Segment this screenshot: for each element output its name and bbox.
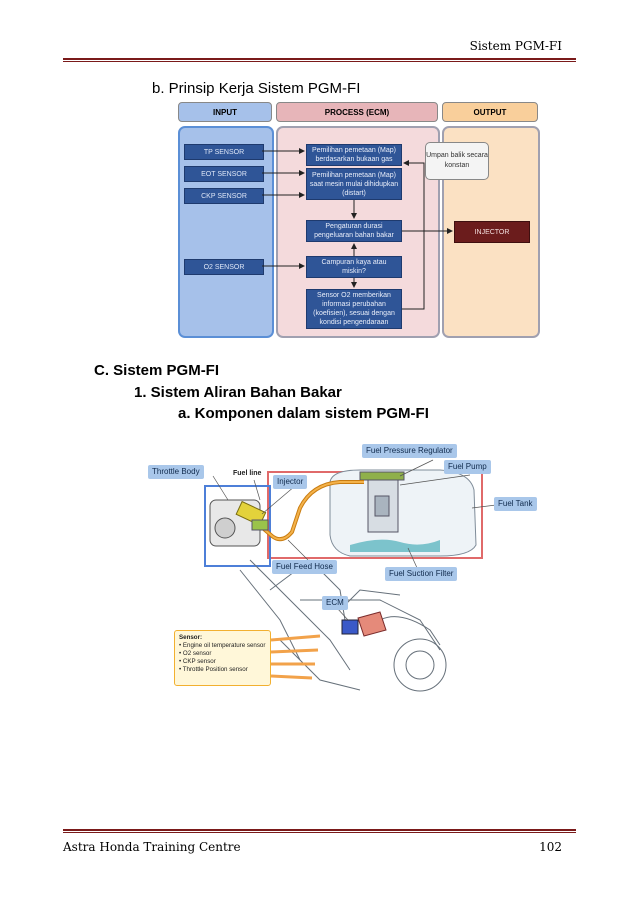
heading-1: 1. Sistem Aliran Bahan Bakar — [134, 384, 342, 401]
label-fuel-feed-hose: Fuel Feed Hose — [272, 560, 337, 574]
eot-sensor-box: EOT SENSOR — [184, 166, 264, 182]
sensor-legend-title: Sensor: — [179, 634, 203, 641]
tp-sensor-box: TP SENSOR — [184, 144, 264, 160]
footer-text: Astra Honda Training Centre — [63, 840, 241, 854]
input-column — [178, 126, 274, 338]
injection-duration-box: Pengaturan durasi pengeluaran bahan baka… — [306, 220, 402, 242]
page-number: 102 — [539, 840, 562, 854]
label-fuel-suction-filter: Fuel Suction Filter — [385, 567, 458, 581]
sensor-item: • Throttle Position sensor — [179, 666, 248, 673]
o2-sensor-box: O2 SENSOR — [184, 259, 264, 275]
label-fuel-pressure-regulator: Fuel Pressure Regulator — [362, 444, 457, 458]
map-throttle-box: Pemilihan pemetaan (Map) berdasarkan buk… — [306, 144, 402, 166]
footer-rule — [63, 829, 576, 833]
sensor-item: • Engine oil temperature sensor — [179, 642, 266, 649]
label-fuel-pump: Fuel Pump — [444, 460, 491, 474]
column-header-output: OUTPUT — [442, 102, 538, 122]
label-throttle-body: Throttle Body — [148, 465, 204, 479]
feedback-box: Umpan balik secara konstan — [425, 142, 489, 180]
label-injector: Injector — [273, 475, 308, 489]
sensor-item: • CKP sensor — [179, 658, 216, 665]
column-header-process: PROCESS (ECM) — [276, 102, 438, 122]
header-rule — [63, 58, 576, 62]
label-fuel-line: Fuel line — [233, 470, 262, 477]
sensor-legend-box: Sensor: • Engine oil temperature sensor … — [174, 630, 271, 686]
ckp-sensor-box: CKP SENSOR — [184, 188, 264, 204]
o2-info-box: Sensor O2 memberikan informasi perubahan… — [306, 289, 402, 329]
sensor-item: • O2 sensor — [179, 650, 212, 657]
sensor-list: • Engine oil temperature sensor • O2 sen… — [179, 642, 266, 674]
map-start-box: Pemilihan pemetaan (Map) saat mesin mula… — [306, 168, 402, 200]
running-header: Sistem PGM-FI — [469, 39, 562, 53]
label-fuel-tank: Fuel Tank — [494, 497, 537, 511]
injector-output-box: INJECTOR — [454, 221, 530, 243]
label-ecm: ECM — [322, 596, 348, 610]
mixture-question-box: Campuran kaya atau miskin? — [306, 256, 402, 278]
column-header-input: INPUT — [178, 102, 272, 122]
heading-C: C. Sistem PGM-FI — [94, 362, 220, 379]
heading-a: a. Komponen dalam sistem PGM-FI — [178, 405, 429, 422]
heading-b: b. Prinsip Kerja Sistem PGM-FI — [152, 80, 361, 97]
